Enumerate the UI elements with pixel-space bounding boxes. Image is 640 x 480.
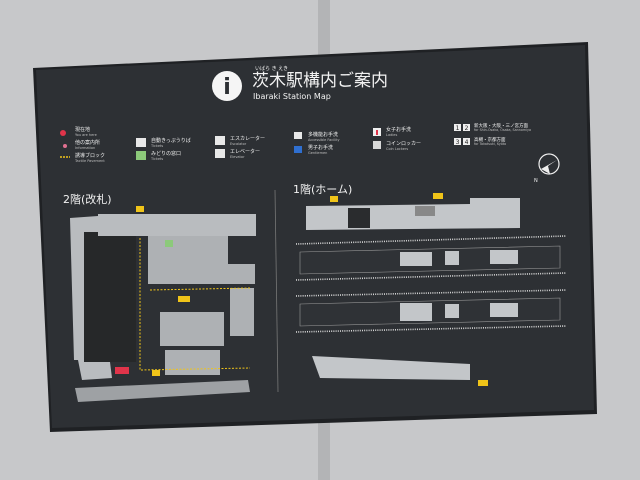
svg-text:誘導ブロック: 誘導ブロック [75, 152, 105, 159]
svg-text:Tickets: Tickets [150, 144, 163, 148]
north-arrow-icon [538, 153, 560, 175]
wheelchair-icon [294, 132, 302, 139]
svg-text:4: 4 [465, 139, 469, 146]
elevator-icon [215, 149, 225, 158]
svg-text:エスカレーター: エスカレーター [230, 135, 265, 142]
ticket-machine-icon [136, 138, 146, 147]
track [295, 289, 567, 297]
svg-text:Ladies: Ladies [386, 133, 397, 137]
svg-text:3: 3 [456, 139, 460, 146]
men-icon [294, 146, 302, 153]
floor1-label: 1階(ホーム) [293, 182, 352, 196]
locker-icon [373, 141, 381, 149]
svg-text:Escalator: Escalator [230, 142, 247, 146]
svg-text:i: i [223, 75, 231, 100]
ticket-office-icon [136, 151, 146, 160]
svg-text:新大阪・大阪・三ノ宮方面: 新大阪・大阪・三ノ宮方面 [474, 122, 528, 129]
svg-text:Tickets: Tickets [150, 157, 163, 161]
svg-text:Elevator: Elevator [230, 155, 245, 159]
platform-directions: 1 2 新大阪・大阪・三ノ宮方面 for Shin-Ōsaka, Ōsaka, … [454, 122, 531, 146]
title-ja: 茨木駅構内ご案内 [252, 71, 388, 91]
svg-text:自動きっぷうりば: 自動きっぷうりば [151, 137, 191, 144]
track [295, 235, 567, 245]
svg-text:Tactile Pavement: Tactile Pavement [74, 159, 105, 163]
svg-text:コインロッカー: コインロッカー [386, 141, 421, 147]
svg-text:男子お手洗: 男子お手洗 [308, 144, 333, 151]
svg-text:みどりの窓口: みどりの窓口 [151, 150, 181, 157]
svg-text:Information: Information [75, 146, 95, 150]
svg-text:エレベーター: エレベーター [230, 148, 260, 155]
svg-text:多機能お手洗: 多機能お手洗 [308, 131, 338, 138]
track [295, 272, 567, 281]
svg-text:Coin Lockers: Coin Lockers [386, 147, 408, 151]
info-icon [212, 71, 242, 101]
svg-text:N: N [534, 178, 538, 184]
title-en: Ibaraki Station Map [253, 92, 331, 101]
svg-text:他の案内所: 他の案内所 [75, 139, 100, 146]
floor2-map [70, 206, 256, 402]
title-ruby: いばら き えき [255, 65, 288, 72]
floor1-map [295, 193, 567, 386]
svg-text:2: 2 [465, 125, 469, 132]
svg-text:for Shin-Ōsaka, Ōsaka, Sannomi: for Shin-Ōsaka, Ōsaka, Sannomiya [474, 127, 531, 132]
svg-text:Accessible Facility: Accessible Facility [308, 138, 340, 142]
svg-text:1: 1 [456, 125, 460, 132]
svg-text:女子お手洗: 女子お手洗 [386, 126, 411, 133]
svg-text:You are here: You are here [75, 133, 97, 137]
legend: 現在地 You are here 他の案内所 Information 誘導ブロッ… [60, 126, 421, 163]
svg-text:高槻・京都方面: 高槻・京都方面 [474, 136, 506, 143]
svg-text:for Takatsuki, Kyōto: for Takatsuki, Kyōto [474, 142, 506, 146]
pink-dot-icon [63, 144, 67, 148]
you-are-here-marker [115, 367, 129, 374]
svg-text:Gentlemen: Gentlemen [308, 151, 327, 155]
escalator-icon [215, 136, 225, 145]
svg-text:現在地: 現在地 [75, 126, 90, 133]
floor2-label: 2階(改札) [63, 192, 112, 206]
track [295, 325, 567, 333]
red-dot-icon [60, 130, 66, 136]
